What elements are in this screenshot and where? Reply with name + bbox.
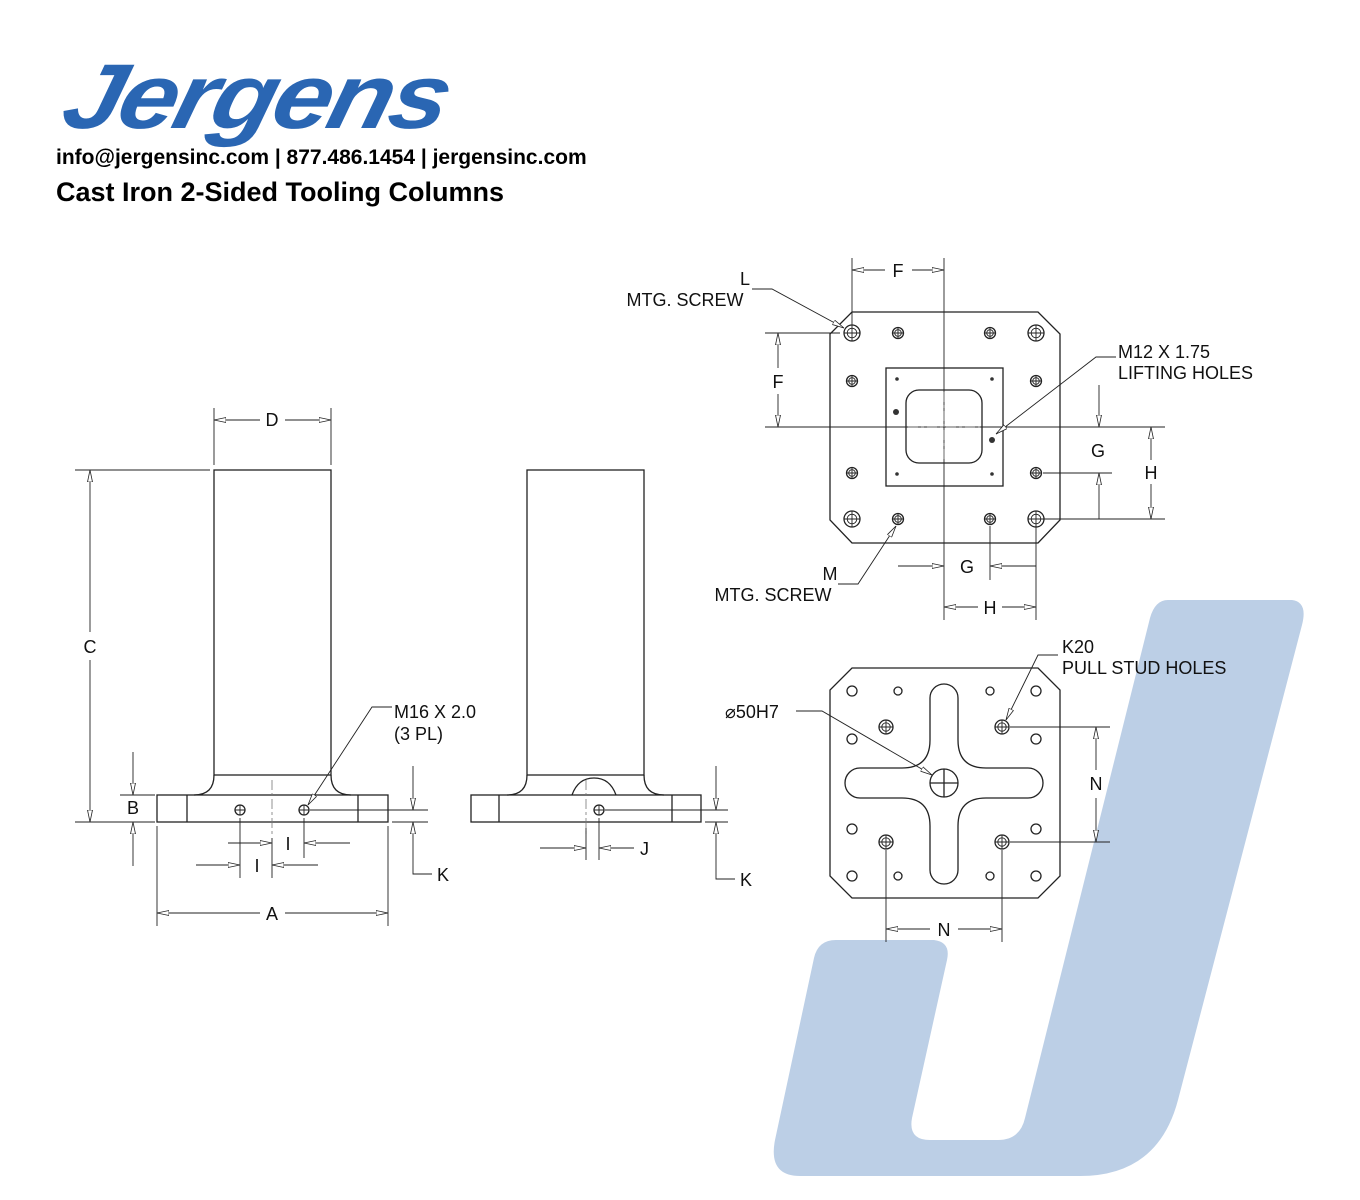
mtg-screw-hole-icon [1027, 324, 1045, 342]
lifting-callout-desc: LIFTING HOLES [1118, 363, 1253, 383]
pull-stud-callout: K20 [1062, 637, 1094, 657]
page-title: Cast Iron 2-Sided Tooling Columns [56, 177, 504, 207]
tap-callout: M16 X 2.0 [394, 702, 476, 722]
l-mtg-screw-label: MTG. SCREW [627, 290, 744, 310]
top-view: F F G H G H L MTG. SCREW M MTG. SCREW M1… [627, 258, 1253, 620]
through-hole-icon [846, 733, 858, 745]
dim-f-label: F [893, 261, 904, 281]
dim-i-label: I [285, 834, 290, 854]
through-hole-icon [985, 686, 995, 696]
through-hole-icon [846, 870, 858, 882]
mtg-screw-hole-icon [1027, 510, 1045, 528]
pull-stud-hole-icon [994, 719, 1010, 735]
dim-g-label: G [960, 557, 974, 577]
pull-stud-callout-desc: PULL STUD HOLES [1062, 658, 1226, 678]
watermark-j-logo [773, 600, 1304, 1176]
end-view: J K [470, 469, 752, 890]
mtg-screw-hole-icon [983, 326, 997, 340]
mtg-screw-hole-icon [845, 466, 859, 480]
pull-stud-hole-icon [994, 834, 1010, 850]
dim-h-label: H [1145, 463, 1158, 483]
through-hole-icon [1030, 685, 1042, 697]
dim-j-label: J [640, 839, 649, 859]
mtg-screw-hole-icon [1029, 466, 1043, 480]
dim-a-label: A [266, 904, 278, 924]
dim-k-label: K [740, 870, 752, 890]
dim-n-label: N [938, 920, 951, 940]
svg-text:Jergens: Jergens [53, 46, 461, 149]
dim-c-label: C [84, 637, 97, 657]
through-hole-icon [1030, 870, 1042, 882]
tapped-hole-icon [234, 804, 246, 816]
l-label: L [740, 269, 750, 289]
tap-callout-qty: (3 PL) [394, 724, 443, 744]
mtg-screw-hole-icon [1029, 374, 1043, 388]
mtg-screw-hole-icon [891, 326, 905, 340]
dim-d-label: D [266, 410, 279, 430]
m-label: M [823, 564, 838, 584]
through-hole-icon [893, 871, 903, 881]
through-hole-icon [893, 686, 903, 696]
through-hole-icon [1030, 733, 1042, 745]
dim-g-label: G [1091, 441, 1105, 461]
center-bore-icon [929, 768, 959, 798]
pull-stud-hole-icon [878, 719, 894, 735]
through-hole-icon [985, 871, 995, 881]
dim-n-label: N [1090, 774, 1103, 794]
pull-stud-hole-icon [878, 834, 894, 850]
mtg-screw-hole-icon [843, 324, 861, 342]
tapped-hole-icon [593, 804, 605, 816]
cross-slot [844, 683, 1044, 885]
m-mtg-screw-label: MTG. SCREW [715, 585, 832, 605]
dim-b-label: B [127, 798, 139, 818]
through-hole-icon [1030, 823, 1042, 835]
mtg-screw-hole-icon [843, 510, 861, 528]
jergens-logo: Jergens [53, 46, 461, 149]
through-hole-icon [846, 823, 858, 835]
dim-i-label: I [254, 856, 259, 876]
contact-line: info@jergensinc.com | 877.486.1454 | jer… [56, 146, 587, 169]
bottom-view: N N ⌀50H7 K20 PULL STUD HOLES [725, 637, 1226, 942]
dim-h-label: H [984, 598, 997, 618]
mtg-screw-hole-icon [891, 512, 905, 526]
dim-f-label: F [773, 372, 784, 392]
dim-k-label: K [437, 865, 449, 885]
small-hole-icon [893, 377, 995, 476]
bore-callout: ⌀50H7 [725, 702, 779, 722]
mtg-screw-hole-icon [845, 374, 859, 388]
mtg-screw-hole-icon [983, 512, 997, 526]
lifting-callout: M12 X 1.75 [1118, 342, 1210, 362]
through-hole-icon [846, 685, 858, 697]
tapped-hole-icon [298, 804, 310, 816]
side-view: D C B A I I K M16 X 2.0 (3 PL) [75, 408, 476, 926]
